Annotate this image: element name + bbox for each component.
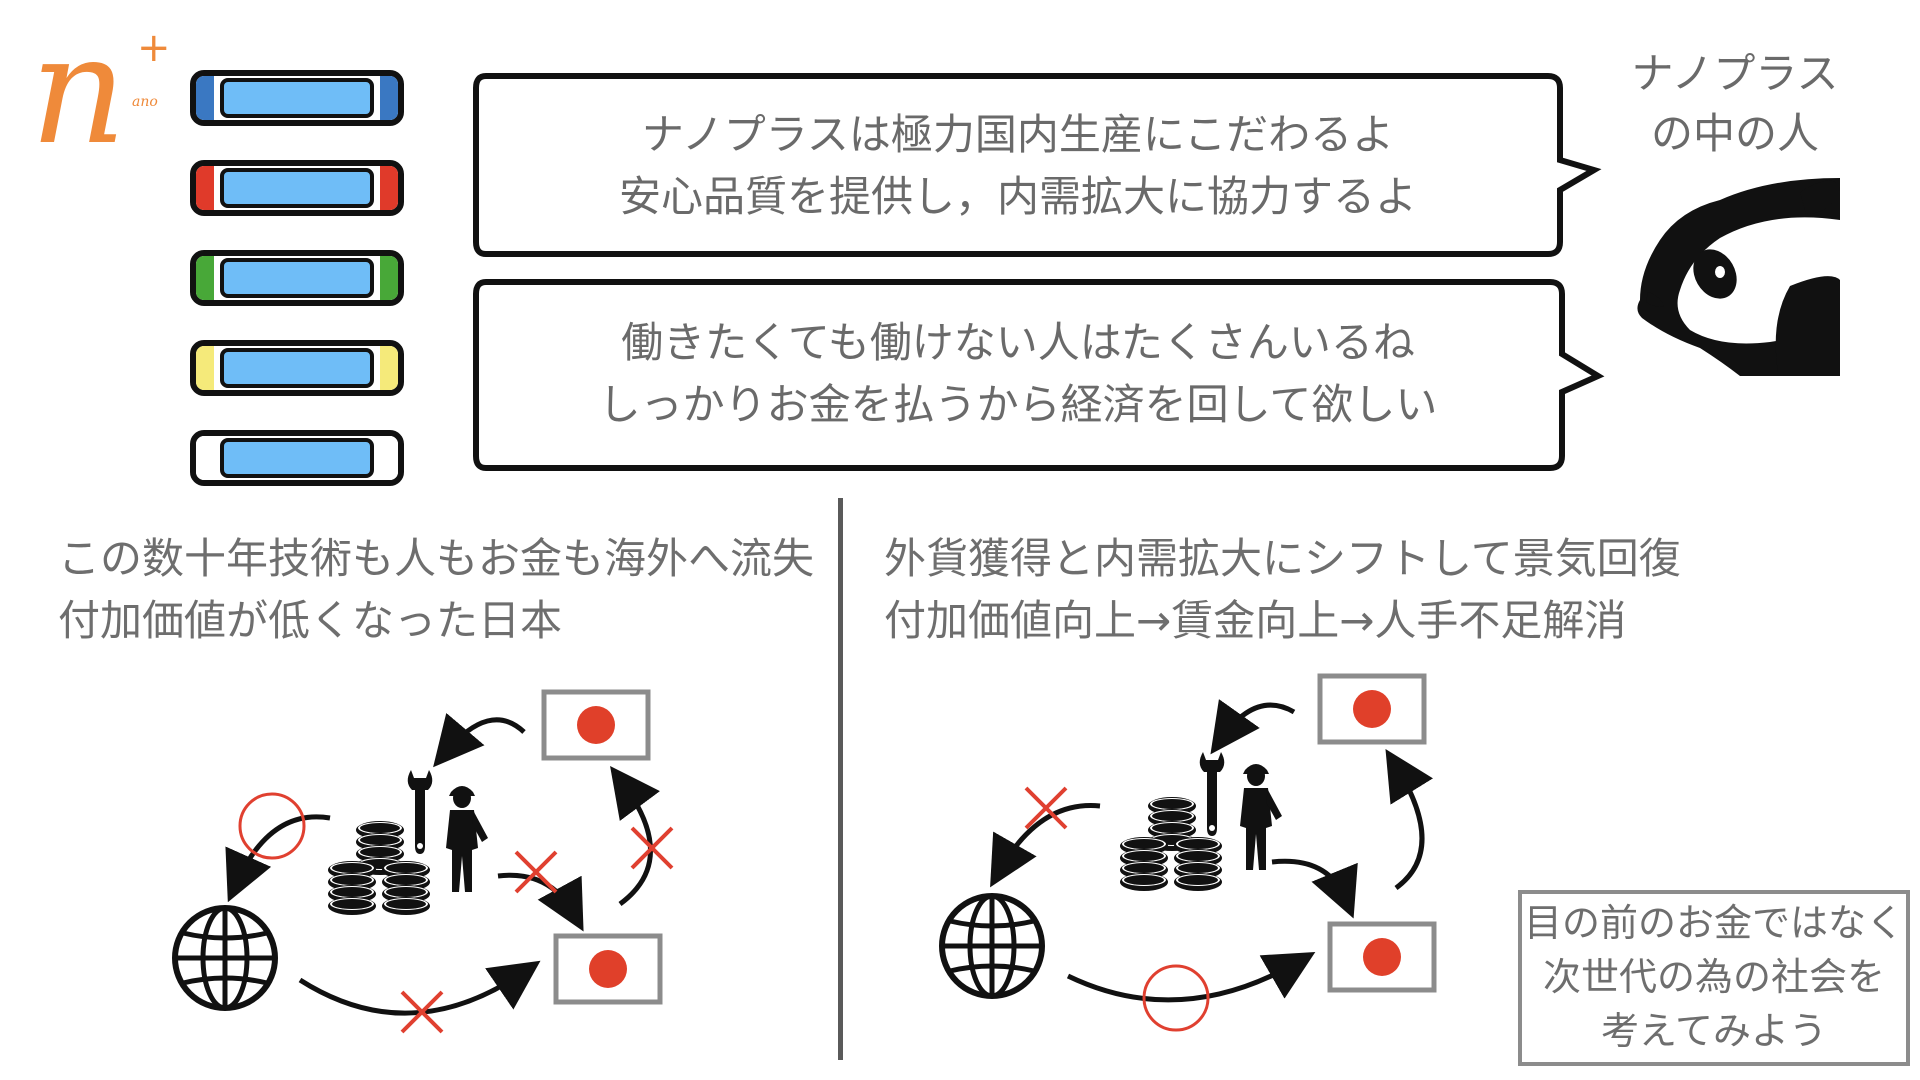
cross-mark [630,826,674,870]
speech-bubble-2 [473,279,1605,471]
note-box: 目の前のお金ではなく 次世代の為の社会を 考えてみよう [1518,890,1910,1066]
battery-white-icon [190,430,404,486]
right-diagram [942,676,1434,1032]
right-section-text: 外貨獲得と内需拡大にシフトして景気回復 付加価値向上→賃金向上→人手不足解消 [884,534,1681,645]
logo-plus: + [137,25,171,71]
speech-bubble-2-text: 働きたくても働けない人はたくさんいるね しっかりお金を払うから経済を回して欲しい [598,318,1438,429]
speech-bubble-1 [473,73,1602,257]
coins-icon [328,821,430,915]
cross-mark [514,850,558,894]
globe-icon [942,896,1042,996]
panda-icon [1637,178,1840,376]
worker-icon [446,786,488,892]
wrench-icon [407,770,433,854]
battery-green-icon [190,250,404,306]
japan-flag-icon [544,692,648,758]
left-section-text: この数十年技術も人もお金も海外へ流失 付加価値が低くなった日本 [58,534,815,645]
japan-flag-icon [1330,924,1434,990]
left-diagram [175,692,674,1034]
circle-mark [1142,964,1210,1032]
battery-red-icon [190,160,404,216]
speaker-label: ナノプラス の中の人 [1631,49,1839,158]
worker-icon [1240,764,1282,870]
japan-flag-icon [556,936,660,1002]
cross-mark [1024,786,1068,830]
logo-small-text: ano [132,94,158,110]
section-divider [838,498,843,1060]
globe-icon [175,908,275,1008]
logo-letter: n [30,4,127,178]
wrench-icon [1199,752,1225,836]
circle-mark [238,792,306,860]
japan-flag-icon [1320,676,1424,742]
battery-blue-icon [190,70,404,126]
battery-yellow-icon [190,340,404,396]
speech-bubble-1-text: ナノプラスは極力国内生産にこだわるよ 安心品質を提供し，内需拡大に協力するよ [618,110,1417,221]
coins-icon [1120,797,1222,891]
